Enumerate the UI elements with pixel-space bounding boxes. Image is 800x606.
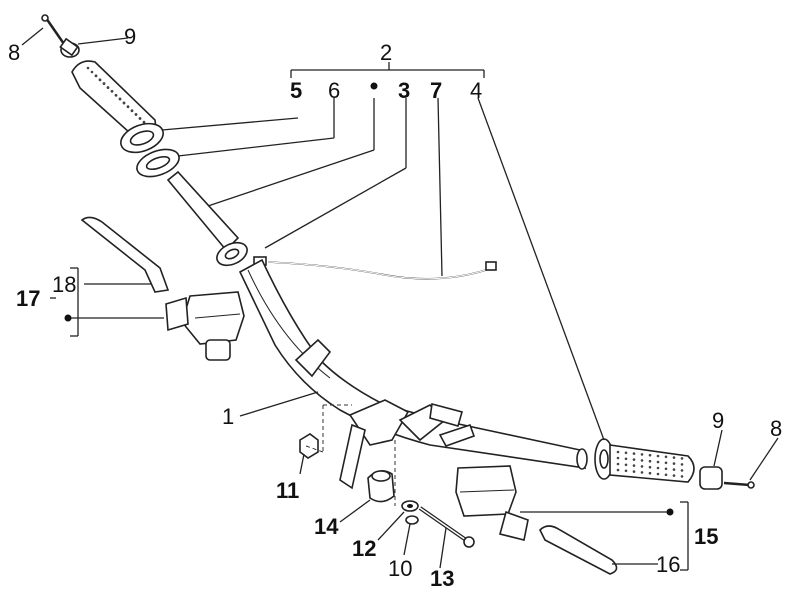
group-15-bracket [680, 501, 689, 571]
bolt [418, 506, 475, 548]
label-4: 4 [470, 78, 482, 103]
label-5: 5 [290, 78, 302, 103]
mirror-mount-right [429, 402, 463, 427]
bar-end-screw-right [723, 481, 755, 489]
brake-lever-right [539, 525, 618, 575]
label-11: 11 [276, 478, 299, 503]
label-3: 3 [398, 78, 410, 103]
ref-dot-group-15 [666, 508, 674, 516]
handlebar [238, 258, 588, 470]
label-17: 17 [16, 286, 40, 311]
washer [401, 500, 419, 512]
spacer [405, 515, 419, 525]
group-2-bracket [290, 62, 485, 78]
label-8-left: 8 [8, 40, 20, 65]
throttle-cable [253, 256, 497, 280]
label-16: 16 [656, 552, 680, 577]
throttle-sleeve [166, 170, 248, 267]
bar-end-weight-left [59, 37, 80, 58]
label-13: 13 [430, 566, 454, 591]
label-18: 18 [52, 272, 76, 297]
mirror-mount-left [294, 338, 332, 378]
ref-dot-group-17 [64, 314, 72, 322]
brake-lever-left [80, 216, 170, 293]
label-8-right: 8 [770, 416, 782, 441]
ref-dot-group-2 [370, 82, 378, 90]
label-7: 7 [430, 78, 442, 103]
clamp-bush [367, 470, 395, 503]
handlebar-bracket [339, 399, 447, 490]
brake-hose-clip [438, 423, 476, 447]
label-9-left: 9 [124, 24, 136, 49]
bar-end-weight-right [699, 466, 723, 490]
group-17-bracket [50, 267, 79, 337]
label-2: 2 [380, 40, 392, 65]
master-cylinder-right [455, 465, 529, 541]
label-14: 14 [314, 514, 339, 539]
bar-end-screw-left [41, 14, 66, 45]
master-cylinder-left [165, 291, 245, 361]
label-1: 1 [222, 404, 234, 429]
grip-right [609, 444, 695, 483]
label-12: 12 [352, 536, 376, 561]
grip-flange-left [120, 122, 164, 154]
nut [299, 433, 319, 459]
leader-lines [21, 27, 779, 569]
assembly-guides [305, 404, 396, 506]
label-9-right: 9 [712, 408, 724, 433]
label-6: 6 [328, 78, 340, 103]
label-10: 10 [388, 556, 412, 581]
label-15: 15 [694, 524, 718, 549]
